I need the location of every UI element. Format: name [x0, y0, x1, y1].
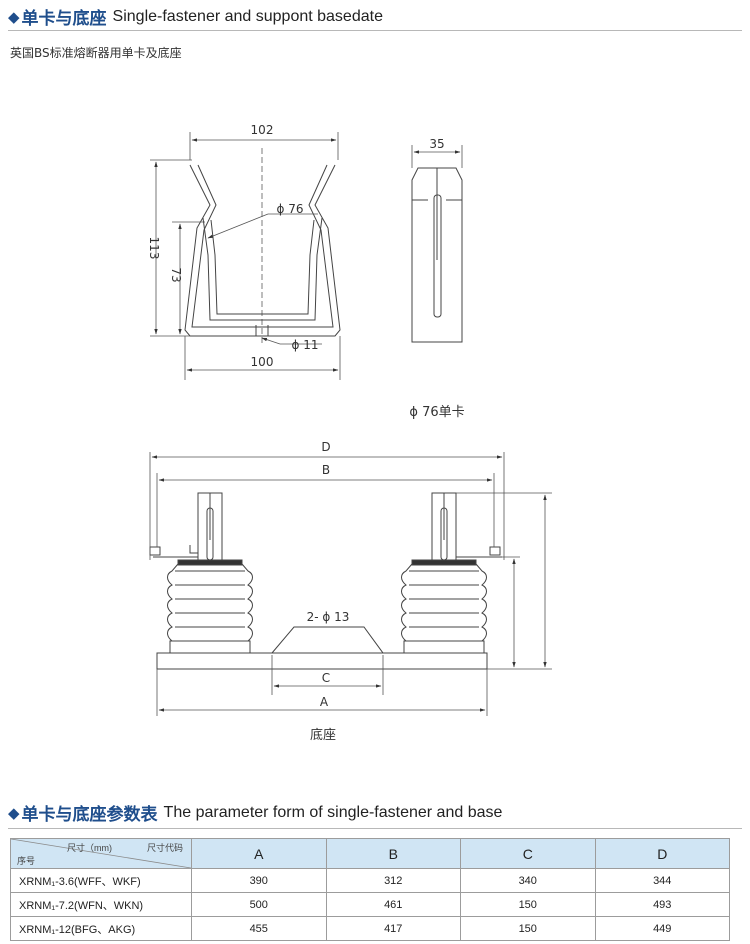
section2-title-en: The parameter form of single-fastener an…: [163, 803, 503, 821]
column-header-B: B: [325, 838, 461, 869]
row-model: XRNM₁-7.2(WFN、WKN): [10, 892, 192, 917]
header-divider-2: [8, 828, 742, 829]
base-assembly: [149, 492, 502, 670]
column-header-D: D: [594, 838, 730, 869]
table-corner-cell: 尺寸（mm) 尺寸代码 序号: [10, 838, 192, 869]
cell-b: 461: [325, 892, 461, 917]
cell-c: 150: [460, 892, 596, 917]
parameter-table: 尺寸（mm) 尺寸代码 序号 A B C D XRNM₁-3.6(WFF、WKF…: [10, 838, 730, 941]
dim-label-B: B: [322, 463, 330, 477]
diamond-bullet-icon: ◆: [8, 7, 20, 26]
corner-seq-label: 序号: [17, 856, 36, 866]
diamond-bullet-icon: ◆: [8, 803, 20, 822]
clamp-side-view: [411, 167, 463, 343]
corner-diagonal: [11, 839, 191, 868]
right-insulator: [401, 492, 502, 654]
section2-title-zh: 单卡与底座参数表: [21, 805, 158, 825]
clamp-dimensions: [150, 132, 341, 380]
side-dimension-35: [411, 145, 463, 168]
corner-size-label: 尺寸（mm): [67, 843, 112, 853]
cell-b: 312: [325, 868, 461, 893]
row-model: XRNM₁-12(BFG、AKG): [10, 916, 192, 941]
dim-label-phi76: ϕ 76: [277, 202, 304, 216]
dim-label-holes: 2- ϕ 13: [307, 610, 350, 624]
dim-label-73: 73: [169, 267, 183, 282]
technical-drawings: 102 ϕ 76 113 73 ϕ 11 100 35 ϕ 76单卡: [147, 123, 552, 743]
cell-a: 500: [191, 892, 327, 917]
cell-a: 455: [191, 916, 327, 941]
column-header-C: C: [460, 838, 596, 869]
section-title-zh: 单卡与底座: [21, 9, 107, 29]
table-row: XRNM₁-12(BFG、AKG) 455 417 150 449: [10, 916, 730, 941]
cell-c: 340: [460, 868, 596, 893]
cell-b: 417: [325, 916, 461, 941]
dim-label-A: A: [320, 695, 329, 709]
dim-label-102: 102: [251, 123, 274, 137]
section-subtitle: 英国BS标准熔断器用单卡及底座: [10, 46, 182, 60]
table-row: XRNM₁-3.6(WFF、WKF) 390 312 340 344: [10, 868, 730, 893]
corner-code-label: 尺寸代码: [147, 843, 184, 853]
header-divider: [8, 30, 742, 31]
cell-d: 344: [594, 868, 730, 893]
left-insulator: [149, 492, 253, 654]
table-header-row: 尺寸（mm) 尺寸代码 序号 A B C D: [10, 838, 730, 869]
dim-label-35: 35: [429, 137, 444, 151]
section-title-en: Single-fastener and suppont basedate: [112, 7, 383, 25]
row-model: XRNM₁-3.6(WFF、WKF): [10, 868, 192, 893]
cell-d: 449: [594, 916, 730, 941]
dim-label-100: 100: [251, 355, 274, 369]
section-header-single-fastener: ◆ 单卡与底座 Single-fastener and suppont base…: [8, 4, 383, 30]
table-row: XRNM₁-7.2(WFN、WKN) 500 461 150 493: [10, 892, 730, 917]
dim-label-phi11: ϕ 11: [292, 338, 319, 352]
section-header-parameter-form: ◆ 单卡与底座参数表 The parameter form of single-…: [8, 800, 503, 826]
cell-d: 493: [594, 892, 730, 917]
column-header-A: A: [191, 838, 327, 869]
dim-label-D: D: [321, 440, 330, 454]
cell-a: 390: [191, 868, 327, 893]
base-caption: 底座: [310, 727, 336, 743]
dim-label-113: 113: [147, 237, 161, 260]
clamp-caption: ϕ 76单卡: [409, 405, 464, 420]
clamp-front-view: [184, 148, 341, 345]
base-dimensions: [149, 452, 552, 716]
dim-label-C: C: [322, 671, 330, 685]
cell-c: 150: [460, 916, 596, 941]
